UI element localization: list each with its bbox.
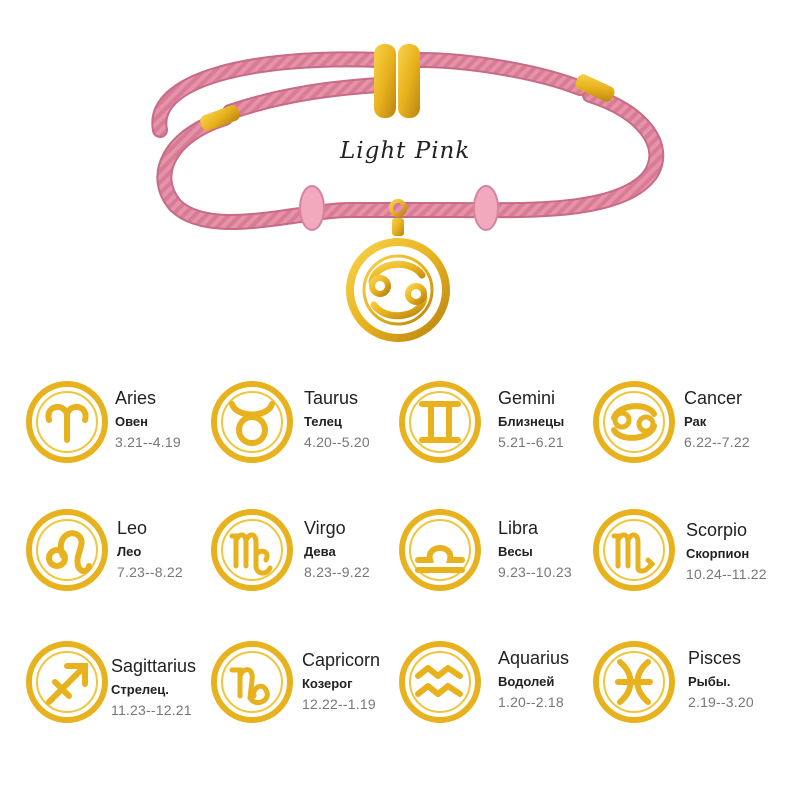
virgo-icon <box>211 509 293 591</box>
sign-name-russian: Лео <box>117 544 142 559</box>
taurus-icon <box>211 381 293 463</box>
sign-name: Libra <box>498 518 539 538</box>
sign-name-russian: Весы <box>498 544 533 559</box>
sign-name: Taurus <box>304 388 359 408</box>
sign-name: Aquarius <box>498 648 570 668</box>
sign-dates: 5.21--6.21 <box>498 434 564 450</box>
end-cap-right <box>575 74 615 102</box>
sign-dates: 4.20--5.20 <box>304 434 370 450</box>
sign-name-russian: Близнецы <box>498 414 565 429</box>
aquarius-icon <box>399 641 481 723</box>
sign-dates: 2.19--3.20 <box>688 694 754 710</box>
sagittarius-icon <box>26 641 108 723</box>
cancer-icon <box>593 381 675 463</box>
sign-dates: 12.22--1.19 <box>302 696 376 712</box>
sign-name: Aries <box>115 388 157 408</box>
cancer-pendant <box>346 199 450 342</box>
sign-name-russian: Водолей <box>498 674 555 689</box>
sign-dates: 3.21--4.19 <box>115 434 181 450</box>
bracelet-photo <box>151 44 665 342</box>
leo-icon <box>26 509 108 591</box>
libra-icon <box>399 509 481 591</box>
end-cap-left <box>200 105 240 131</box>
sign-dates: 6.22--7.22 <box>684 434 750 450</box>
sign-dates: 10.24--11.22 <box>686 566 767 582</box>
sign-name-russian: Овен <box>115 414 149 429</box>
sign-name-russian: Рыбы. <box>688 674 731 689</box>
color-label: Light Pink <box>340 138 471 164</box>
sign-dates: 1.20--2.18 <box>498 694 564 710</box>
braided-cord <box>151 51 665 230</box>
sign-dates: 9.23--10.23 <box>498 564 572 580</box>
capricorn-icon <box>211 641 293 723</box>
sign-dates: 8.23--9.22 <box>304 564 370 580</box>
sign-name-russian: Скорпион <box>686 546 750 561</box>
sign-name: Gemini <box>498 388 556 408</box>
bead-left <box>299 185 325 231</box>
sign-dates: 11.23--12.21 <box>111 702 192 718</box>
sign-name: Sagittarius <box>111 656 197 676</box>
sign-dates: 7.23--8.22 <box>117 564 183 580</box>
sign-name-russian: Рак <box>684 414 707 429</box>
bead-right <box>473 185 499 231</box>
sign-name-russian: Телец <box>304 414 342 429</box>
sign-name: Leo <box>117 518 148 538</box>
gold-slider <box>374 44 420 118</box>
sign-name-russian: Дева <box>304 544 336 559</box>
sign-name: Pisces <box>688 648 742 668</box>
gemini-icon <box>399 381 481 463</box>
sign-name: Cancer <box>684 388 743 408</box>
scorpio-icon <box>593 509 675 591</box>
sign-name: Virgo <box>304 518 346 538</box>
sign-name: Scorpio <box>686 520 748 540</box>
aries-icon <box>26 381 108 463</box>
pisces-icon <box>593 641 675 723</box>
sign-name-russian: Стрелец. <box>111 682 169 697</box>
sign-name: Capricorn <box>302 650 381 670</box>
sign-name-russian: Козерог <box>302 676 353 691</box>
